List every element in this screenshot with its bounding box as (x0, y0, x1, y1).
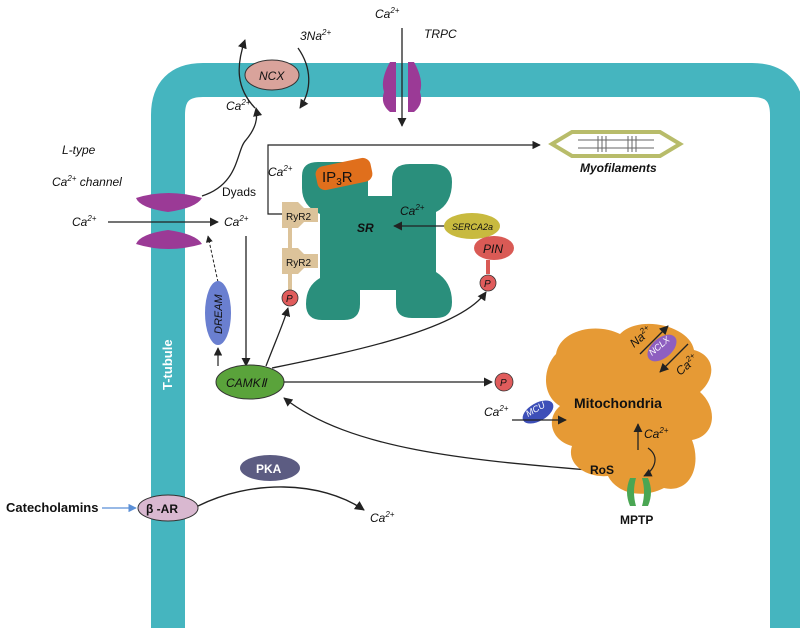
pka-label: PKA (256, 462, 282, 476)
mito-inner-ca-ion: Ca2+ (644, 426, 669, 441)
dream-to-ltype-arrow (205, 235, 219, 283)
phospho-pin (479, 274, 497, 292)
ltype-ca-out: Ca2+ (72, 214, 97, 229)
t-tubule-label: T-tubule (160, 339, 175, 390)
myofilament-ticks (597, 136, 637, 152)
ryr2-label-bottom: RyR2 (286, 258, 311, 269)
pin-regulator[interactable] (474, 236, 514, 260)
trpc-label: TRPC (424, 27, 457, 41)
ryr2-label-top: RyR2 (286, 212, 311, 223)
mptp-pore-right[interactable] (642, 478, 651, 506)
dream-protein[interactable] (205, 281, 231, 345)
ros-label: RoS (590, 463, 614, 477)
phospho-pin-label: P (484, 279, 491, 290)
mptp-label: MPTP (620, 513, 653, 527)
serca2a-label: SERCA2a (452, 222, 493, 232)
ltype-ca-in: Ca2+ (224, 214, 249, 229)
trpc-ca-ion: Ca2+ (375, 6, 400, 21)
ltype-label-line2: Ca2+ channel (52, 174, 122, 189)
beta-ar-label: β -AR (146, 502, 178, 516)
sr-label: SR (357, 221, 374, 235)
ryr2-receptor-bottom[interactable] (282, 248, 318, 274)
nclx-exchanger[interactable] (643, 329, 682, 366)
trpc-channel-right[interactable] (408, 62, 422, 112)
ryr2-receptor-top[interactable] (282, 202, 318, 228)
ncx-ca-ion: Ca2+ (226, 98, 251, 113)
phospho-ryr2 (281, 289, 299, 307)
beta-ar-to-ca-arrow (197, 486, 365, 511)
ltype-channel-bottom[interactable] (136, 230, 202, 249)
mcu-ca-ion: Ca2+ (484, 404, 509, 419)
mitochondria-label: Mitochondria (574, 395, 662, 411)
ncx-flux-right (297, 47, 310, 109)
myofilaments-label: Myofilaments (580, 161, 657, 175)
mcu-uniporter[interactable] (519, 396, 557, 429)
phospho-mito-label: P (500, 378, 507, 389)
phospho-ryr2-label: P (286, 294, 293, 305)
ip3r-label: IP3R (322, 169, 353, 188)
trpc-channel-left[interactable] (382, 62, 396, 112)
ltype-channel-top[interactable] (136, 193, 202, 212)
dyads-label: Dyads (222, 185, 256, 199)
pin-label: PIN (483, 242, 503, 256)
nclx-na-arrow (639, 325, 669, 355)
ltype-label-line1: L-type (62, 143, 96, 157)
mptp-pore-left[interactable] (627, 478, 636, 506)
serca2a-pump[interactable] (444, 213, 500, 239)
ncx-na-ion: 3Na2+ (300, 28, 331, 43)
dyad-ca-ion: Ca2+ (268, 164, 293, 179)
nclx-ca-arrow (659, 343, 689, 373)
beta-ar-ca-ion: Ca2+ (370, 510, 395, 525)
dyad-to-ncx-arrow (201, 107, 263, 197)
phospho-mito (494, 372, 514, 392)
myofilament-outer (548, 130, 684, 158)
ip3r-receptor[interactable] (314, 156, 374, 191)
ros-to-camk-arrow (283, 397, 589, 471)
pka-kinase[interactable] (240, 455, 300, 481)
beta-ar-receptor[interactable] (137, 494, 199, 522)
t-tubule-membrane (151, 63, 800, 628)
camk2-label: CAMKⅡ (226, 376, 268, 390)
camk-to-ryr2-arrow (265, 307, 291, 367)
serca-ca-ion: Ca2+ (400, 203, 425, 218)
mitochondria[interactable] (546, 323, 712, 494)
dream-label: DREAM (213, 293, 225, 334)
catecholamins-label: Catecholamins (6, 500, 98, 515)
ncx-flux-left (238, 39, 256, 109)
camk-to-pin-arrow (271, 291, 487, 369)
dyad-bracket-line (267, 140, 541, 215)
sarcoplasmic-reticulum[interactable] (302, 162, 452, 320)
ncx-label: NCX (259, 69, 285, 83)
ncx-exchanger[interactable] (244, 59, 300, 91)
mito-to-mptp-arrow (643, 447, 656, 477)
